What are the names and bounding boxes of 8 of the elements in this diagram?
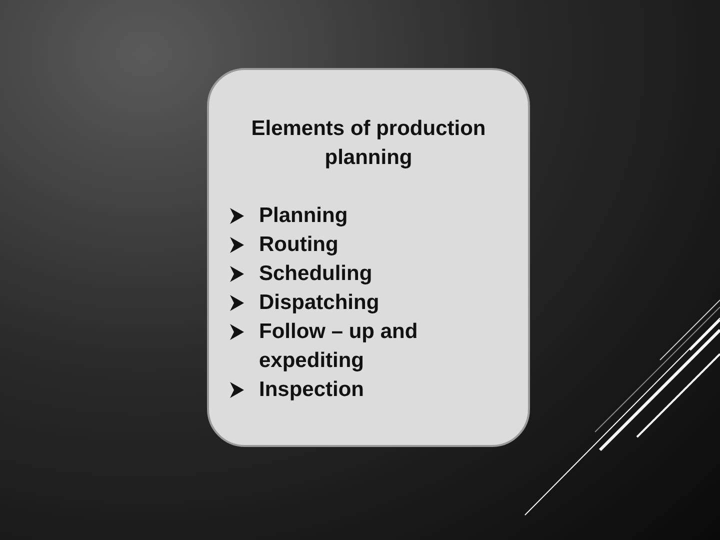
list-item: Planning — [259, 203, 349, 229]
list-item: Scheduling — [259, 261, 374, 287]
list-item: Routing — [259, 232, 340, 258]
list-item: Dispatching — [259, 290, 380, 316]
list-item: Follow – up and expediting — [259, 319, 419, 374]
panel-heading: Elements of production planning — [250, 116, 487, 171]
list-item: Inspection — [259, 377, 366, 403]
rounded-text-panel — [207, 68, 530, 447]
